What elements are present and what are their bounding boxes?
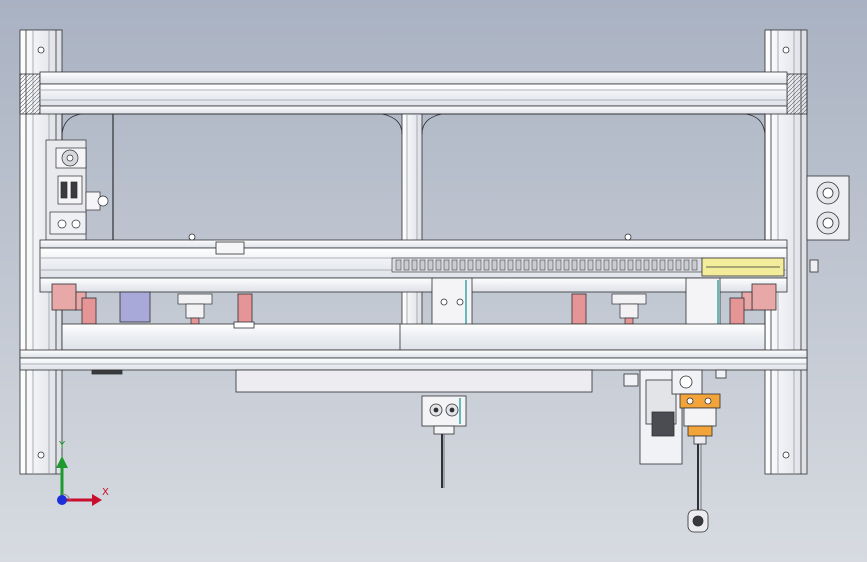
chain-link — [611, 259, 618, 271]
chain-link — [483, 259, 490, 271]
chain-link — [419, 259, 426, 271]
z-axis-dot — [57, 495, 67, 505]
chain-link — [595, 259, 602, 271]
center-probe — [421, 395, 467, 488]
chain-link — [475, 259, 482, 271]
chain-link — [635, 259, 642, 271]
chain-link — [691, 259, 698, 271]
chain-link — [579, 259, 586, 271]
triad-axes — [56, 456, 102, 506]
chain-link — [651, 259, 658, 271]
chain-link — [675, 259, 682, 271]
chain-link — [443, 259, 450, 271]
carriage-rail — [39, 277, 788, 293]
chain-link — [451, 259, 458, 271]
chain-link — [539, 259, 546, 271]
chain-link — [555, 259, 562, 271]
center-vertical-post — [381, 113, 443, 355]
chain-link — [459, 259, 466, 271]
chain-link — [515, 259, 522, 271]
center-carriage — [431, 277, 721, 350]
sensor-block — [701, 257, 785, 277]
chain-link — [467, 259, 474, 271]
chain-link — [435, 259, 442, 271]
y-axis-label: Y — [59, 440, 66, 451]
left-motor-assembly — [45, 139, 109, 241]
coordinate-triad: X Y — [48, 440, 118, 510]
side-connectors — [806, 175, 850, 273]
corner-brackets — [19, 73, 808, 115]
chain-link — [643, 259, 650, 271]
red-stop-columns — [81, 293, 745, 325]
x-axis-arrowhead — [92, 494, 102, 506]
chain-link — [403, 259, 410, 271]
triad-arc — [61, 493, 71, 501]
chain-link — [523, 259, 530, 271]
chain-link — [683, 259, 690, 271]
right-actuator-assembly — [623, 369, 727, 533]
base-plate — [61, 321, 766, 351]
bottom-horizontal-beam — [19, 349, 808, 371]
chain-link — [587, 259, 594, 271]
chain-link — [499, 259, 506, 271]
x-axis-label: X — [102, 487, 109, 498]
chain-link — [427, 259, 434, 271]
chain-link — [395, 259, 402, 271]
chain-link — [627, 259, 634, 271]
lower-cylinder — [91, 369, 593, 393]
chain-link — [603, 259, 610, 271]
end-guide-blocks — [51, 283, 777, 311]
drag-chain-links — [395, 259, 698, 271]
chain-link — [547, 259, 554, 271]
chain-link — [531, 259, 538, 271]
y-axis-arrowhead — [56, 456, 68, 468]
chain-link — [667, 259, 674, 271]
chain-link — [571, 259, 578, 271]
clamp-fixtures — [177, 293, 647, 325]
chain-link — [619, 259, 626, 271]
chain-link — [659, 259, 666, 271]
chain-link — [507, 259, 514, 271]
chain-link — [563, 259, 570, 271]
chain-link — [411, 259, 418, 271]
chain-link — [491, 259, 498, 271]
top-horizontal-beam — [39, 71, 788, 115]
